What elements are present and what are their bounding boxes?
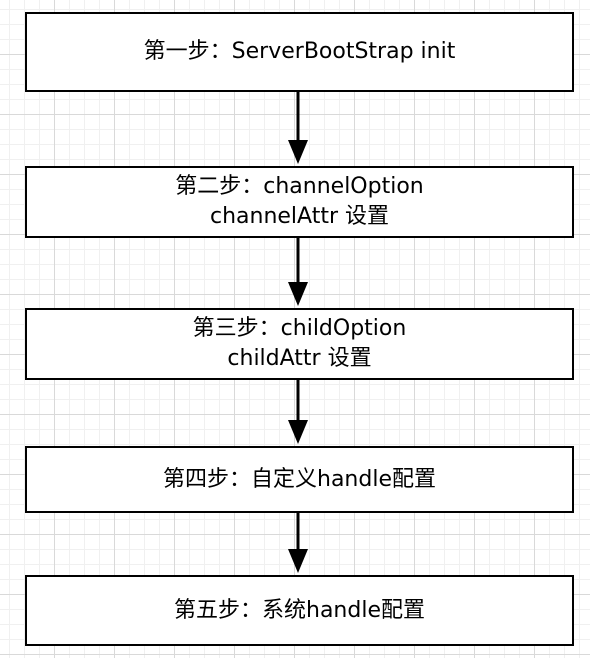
step-2-label-line-2: channelAttr 设置 — [209, 204, 389, 229]
step-5-box: 第五步：系统handle配置 — [25, 575, 574, 646]
step-2-box: 第二步：channelOption channelAttr 设置 — [25, 166, 574, 238]
step-3-label-line-1: 第三步：childOption — [192, 316, 407, 341]
arrow-step1-to-step2 — [288, 92, 308, 164]
step-5-label: 第五步：系统handle配置 — [174, 597, 425, 623]
step-1-label: 第一步：ServerBootStrap init — [143, 39, 456, 64]
arrow-step3-to-step4 — [288, 380, 308, 444]
arrow-step4-to-step5 — [288, 513, 308, 573]
step-3-label-line-2: childAttr 设置 — [227, 346, 372, 371]
arrow-step2-to-step3 — [288, 238, 308, 306]
step-3-box: 第三步：childOption childAttr 设置 — [25, 308, 574, 380]
step-1-box: 第一步：ServerBootStrap init — [25, 12, 574, 92]
step-4-label: 第四步：自定义handle配置 — [163, 466, 436, 492]
step-4-box: 第四步：自定义handle配置 — [25, 446, 574, 513]
step-2-label-line-1: 第二步：channelOption — [175, 174, 424, 199]
